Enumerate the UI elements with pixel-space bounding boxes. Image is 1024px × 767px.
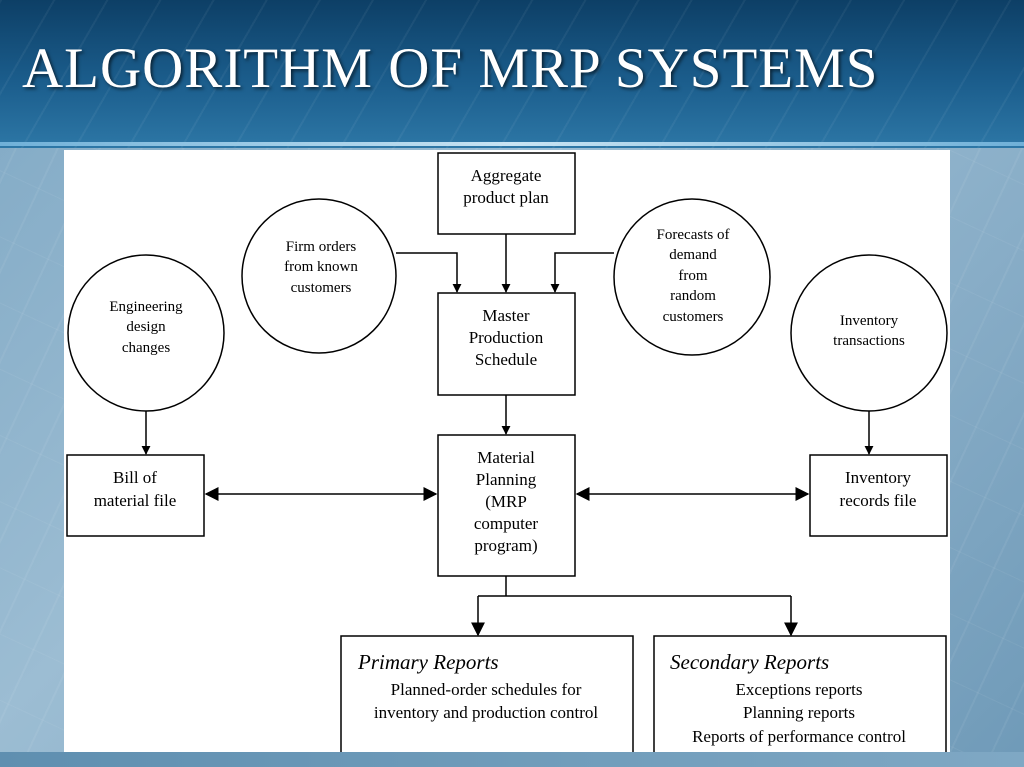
material-planning-line-5: program) bbox=[474, 536, 537, 555]
forecasts-line-4: random bbox=[670, 288, 716, 304]
secondary-reports-box: Secondary Reports Exceptions reports Pla… bbox=[653, 635, 947, 758]
forecasts-line-2: demand bbox=[669, 247, 717, 263]
connector-lines bbox=[141, 234, 874, 637]
forecasts-line-3: from bbox=[678, 268, 707, 284]
engineering-changes-circle: Engineering design changes bbox=[67, 254, 225, 412]
page-title: ALGORITHM OF MRP SYSTEMS bbox=[22, 37, 879, 100]
mrp-flow-diagram: Aggregate product plan Firm orders from … bbox=[66, 152, 948, 758]
forecasts-line-1: Forecasts of bbox=[657, 227, 730, 243]
material-planning-line-4: computer bbox=[474, 514, 539, 533]
master-line-1: Master bbox=[482, 306, 530, 325]
primary-reports-line-2: inventory and production control bbox=[374, 703, 599, 722]
secondary-reports-line-2: Planning reports bbox=[743, 703, 855, 722]
aggregate-line-2: product plan bbox=[463, 188, 549, 207]
firm-orders-line-1: Firm orders bbox=[286, 239, 357, 255]
title-bar bbox=[0, 0, 1024, 148]
secondary-reports-heading: Secondary Reports bbox=[670, 650, 829, 674]
inventory-transactions-line-2: transactions bbox=[833, 333, 905, 349]
aggregate-line-1: Aggregate bbox=[471, 166, 542, 185]
master-line-2: Production bbox=[469, 328, 544, 347]
engineering-line-2: design bbox=[126, 319, 166, 335]
inventory-transactions-circle: Inventory transactions bbox=[790, 254, 948, 412]
inventory-records-line-1: Inventory bbox=[845, 468, 912, 487]
material-planning-line-2: Planning bbox=[476, 470, 537, 489]
footer-strip bbox=[0, 752, 1024, 767]
primary-reports-box: Primary Reports Planned-order schedules … bbox=[340, 635, 634, 758]
engineering-line-1: Engineering bbox=[109, 299, 183, 315]
forecasts-line-5: customers bbox=[663, 309, 724, 325]
material-planning-line-1: Material bbox=[477, 448, 535, 467]
master-production-schedule-box: Master Production Schedule bbox=[437, 292, 576, 396]
firm-orders-line-3: customers bbox=[291, 280, 352, 296]
forecasts-circle: Forecasts of demand from random customer… bbox=[613, 198, 771, 356]
bill-of-material-line-1: Bill of bbox=[113, 468, 157, 487]
inventory-records-line-2: records file bbox=[840, 491, 917, 510]
inventory-transactions-line-1: Inventory bbox=[840, 313, 899, 329]
firm-orders-line-2: from known bbox=[284, 259, 358, 275]
secondary-reports-line-3: Reports of performance control bbox=[692, 727, 906, 746]
primary-reports-line-1: Planned-order schedules for bbox=[391, 680, 582, 699]
inventory-records-box: Inventory records file bbox=[809, 454, 948, 537]
engineering-line-3: changes bbox=[122, 340, 170, 356]
master-line-3: Schedule bbox=[475, 350, 537, 369]
diagram-panel: Aggregate product plan Firm orders from … bbox=[64, 150, 950, 760]
material-planning-line-3: (MRP bbox=[485, 492, 527, 511]
title-underline bbox=[0, 142, 1024, 146]
primary-reports-heading: Primary Reports bbox=[357, 650, 499, 674]
aggregate-product-plan-box: Aggregate product plan bbox=[437, 152, 576, 235]
bill-of-material-line-2: material file bbox=[94, 491, 177, 510]
bill-of-material-box: Bill of material file bbox=[66, 454, 205, 537]
arrow-forecasts-to-master bbox=[550, 252, 614, 293]
secondary-reports-line-1: Exceptions reports bbox=[736, 680, 863, 699]
arrow-firm-orders-to-master bbox=[396, 252, 462, 293]
firm-orders-circle: Firm orders from known customers bbox=[241, 198, 397, 354]
material-planning-box: Material Planning (MRP computer program) bbox=[437, 434, 576, 577]
